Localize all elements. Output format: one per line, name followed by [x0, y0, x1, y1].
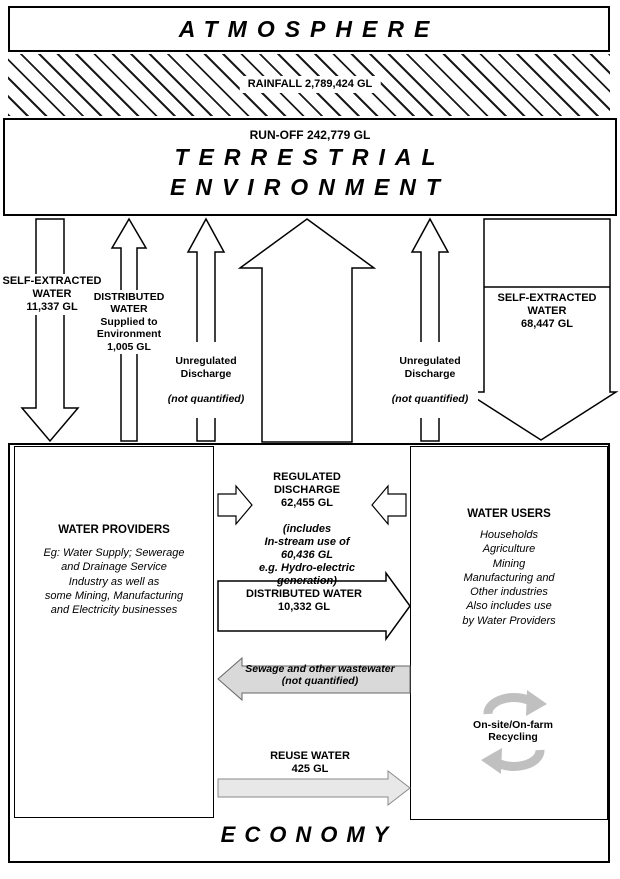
distributed-water-label: DISTRIBUTED WATER 10,332 GL: [246, 588, 362, 613]
unregulated-right-note: (not quantified): [391, 392, 469, 405]
water-providers-description: Eg: Water Supply; Sewerage and Drainage …: [43, 547, 185, 617]
unregulated-right-main: Unregulated Discharge: [399, 355, 461, 380]
terrestrial-box: RUN-OFF 242,779 GL TERRESTRIAL ENVIRONME…: [3, 118, 617, 216]
recycling-label: On-site/On-farm Recycling: [473, 719, 553, 744]
water-providers-title: WATER PROVIDERS: [58, 524, 170, 536]
self-extracted-left-arrow: [20, 218, 80, 443]
unregulated-discharge-left-label: Unregulated Discharge (not quantified): [158, 342, 254, 419]
regulated-discharge-note: (includes In-stream use of 60,436 GL e.g…: [259, 522, 355, 587]
water-users-title: WATER USERS: [467, 508, 551, 520]
terrestrial-title-line2: ENVIRONMENT: [170, 174, 450, 200]
terrestrial-title-line1: TERRESTRIAL: [174, 144, 446, 170]
economy-title: ECONOMY: [220, 822, 398, 847]
regulated-discharge-up-arrow: [237, 218, 377, 443]
regulated-discharge-main: REGULATED DISCHARGE 62,455 GL: [273, 470, 341, 509]
water-providers-box: [14, 446, 214, 818]
atmosphere-title: ATMOSPHERE: [178, 15, 440, 42]
water-users-box: [410, 446, 608, 820]
unregulated-left-main: Unregulated Discharge: [175, 355, 237, 380]
unregulated-discharge-right-label: Unregulated Discharge (not quantified): [382, 342, 478, 419]
self-extracted-left-label: SELF-EXTRACTED WATER 11,337 GL: [0, 274, 104, 315]
rainfall-label: RAINFALL 2,789,424 GL: [239, 76, 381, 93]
distributed-to-environment-label: DISTRIBUTED WATER Supplied to Environmen…: [90, 290, 168, 354]
sewage-label: Sewage and other wastewater (not quantif…: [245, 663, 395, 688]
atmosphere-box: ATMOSPHERE: [8, 6, 610, 52]
water-users-description: Households Agriculture Mining Manufactur…: [462, 529, 556, 627]
self-extracted-right-label: SELF-EXTRACTED WATER 68,447 GL: [497, 292, 597, 330]
runoff-label: RUN-OFF 242,779 GL: [249, 128, 371, 142]
reuse-water-label: REUSE WATER 425 GL: [270, 750, 350, 775]
unregulated-left-note: (not quantified): [167, 392, 245, 405]
regulated-discharge-label: REGULATED DISCHARGE 62,455 GL (includes …: [248, 458, 366, 601]
